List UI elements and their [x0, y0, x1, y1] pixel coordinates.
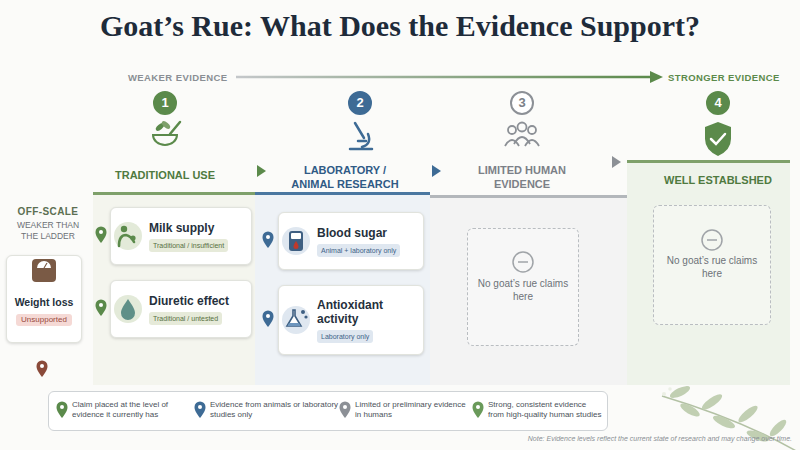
level-number: 1	[153, 91, 177, 115]
evidence-tag: Unsupported	[16, 314, 72, 326]
flower-bud	[662, 392, 666, 396]
microscope-stage	[358, 140, 366, 143]
scale-end-label: WEAKER EVIDENCE	[128, 72, 233, 84]
person-body	[505, 140, 519, 146]
off-scale-note: WEAKER THAN THE LADDER	[12, 220, 84, 242]
claim-name: Milk supply	[149, 221, 214, 235]
person-head	[528, 126, 536, 134]
diagram-title: Goat’s Rue: What Does the Evidence Suppo…	[0, 9, 800, 43]
scale-end-label: STRONGER EVIDENCE	[668, 72, 793, 84]
evidence-tag: Traditional / untested	[149, 312, 222, 325]
claim-name: Antioxidant activity	[317, 298, 419, 326]
pestle	[170, 122, 180, 134]
leaf	[736, 403, 760, 425]
evidence-level-band: 4WELL ESTABLSHEDNo goat’s rue claims her…	[627, 160, 790, 385]
evidence-level-band: 3LIMITED HUMAN EVIDENCENo goat’s rue cla…	[430, 195, 627, 385]
claim-card: Milk supplyTraditional / insufficient	[110, 207, 252, 265]
level-heading: LIMITED HUMAN EVIDENCE	[467, 163, 577, 191]
legend-text: Limited or preliminary evidence in human…	[355, 400, 473, 420]
evidence-tag: Traditional / insufficient	[149, 239, 228, 252]
off-scale-heading: OFF-SCALE	[8, 206, 88, 219]
legend-text: Evidence from animals or laboratory stud…	[210, 400, 340, 420]
level-heading: LABORATORY / ANIMAL RESEARCH	[285, 163, 405, 191]
people-icon	[505, 123, 539, 147]
claim-name: Blood sugar	[317, 226, 387, 240]
microscope-tube	[355, 123, 364, 138]
level-chevron	[432, 165, 441, 177]
empty-note: No goat’s rue claims here	[662, 254, 762, 280]
claim-card: Blood sugarAnimal + laboratory only	[278, 212, 424, 270]
microscope-base	[350, 148, 372, 151]
evidence-level-band: 2LABORATORY / ANIMAL RESEARCHBlood sugar…	[255, 192, 430, 385]
claim-name: Diuretic effect	[149, 294, 229, 308]
person-body	[525, 140, 539, 146]
leaf	[711, 413, 736, 430]
level-number: 4	[706, 91, 730, 115]
evidence-tag: Animal + laboratory only	[317, 244, 400, 257]
shield	[705, 122, 731, 156]
claim-card: Diuretic effectTraditional / untested	[110, 280, 252, 338]
microscope-icon	[350, 123, 372, 149]
level-heading: TRADITIONAL USE	[90, 168, 240, 182]
location-pin	[37, 361, 48, 378]
check-mark	[711, 134, 725, 144]
leaf	[668, 384, 691, 401]
evidence-tag: Laboratory only	[317, 330, 373, 343]
legend-box: Claim placed at the level of evidence it…	[48, 391, 608, 431]
level-number: 3	[510, 91, 534, 115]
herb-leaf	[161, 120, 172, 130]
person-head	[508, 126, 516, 134]
scale-arrow-head	[650, 71, 663, 83]
footnote: Note: Evidence levels reflect the curren…	[430, 434, 792, 444]
evidence-level-band: 1TRADITIONAL USEMilk supplyTraditional /…	[93, 192, 255, 385]
level-chevron	[612, 156, 621, 168]
flower-bud	[668, 387, 672, 391]
empty-placeholder: No goat’s rue claims here	[467, 228, 579, 346]
person-body	[514, 137, 530, 144]
claim-card: Antioxidant activityLaboratory only	[278, 285, 424, 355]
level-number: 2	[348, 91, 372, 115]
claim-card: Weight lossUnsupported	[6, 255, 82, 343]
level-chevron	[257, 165, 266, 177]
mortar-bowl	[153, 135, 177, 145]
leaf	[678, 401, 701, 419]
herb-leaf	[155, 122, 166, 132]
claim-name: Weight loss	[15, 296, 74, 309]
shield-icon	[705, 122, 731, 156]
scale-arrow-line	[236, 76, 652, 79]
level-heading: WELL ESTABLSHED	[643, 173, 793, 187]
legend-text: Claim placed at the level of evidence it…	[72, 400, 194, 420]
microscope-arm	[362, 134, 369, 147]
mortar-icon	[153, 120, 180, 145]
leaf	[700, 392, 724, 412]
empty-note: No goat’s rue claims here	[476, 277, 570, 303]
person-head	[518, 123, 527, 132]
empty-placeholder: No goat’s rue claims here	[653, 205, 771, 325]
legend-text: Strong, consistent evidence from high-qu…	[488, 400, 604, 420]
